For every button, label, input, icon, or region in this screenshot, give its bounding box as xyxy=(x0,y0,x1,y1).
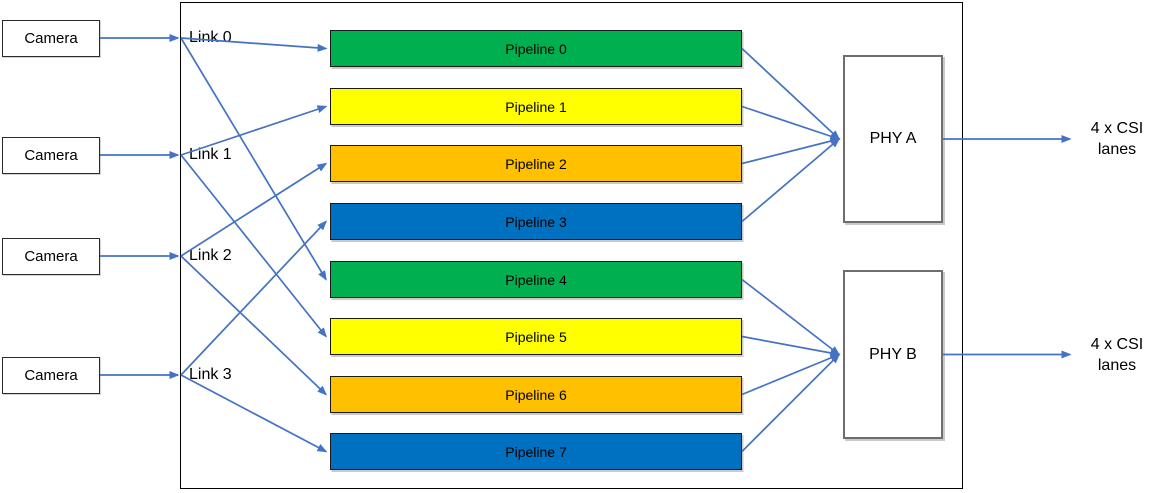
phy-label: PHY A xyxy=(869,130,917,147)
camera-label: Camera xyxy=(24,367,78,384)
csi-output-line2: lanes xyxy=(1097,357,1137,374)
camera-label: Camera xyxy=(24,248,78,265)
pipeline-bar-5: Pipeline 5 xyxy=(330,318,742,355)
pipeline-bar-7: Pipeline 7 xyxy=(330,433,742,470)
csi-output-line1: 4 x CSI xyxy=(1090,336,1144,353)
pipeline-label: Pipeline 7 xyxy=(505,443,567,460)
camera-box-0: Camera xyxy=(2,20,100,57)
csi-output-a: 4 x CSI lanes xyxy=(1077,118,1157,160)
link-label-1: Link 1 xyxy=(189,146,232,163)
pipeline-bar-3: Pipeline 3 xyxy=(330,203,742,240)
camera-box-3: Camera xyxy=(2,357,100,394)
phy-b-box: PHY B xyxy=(843,270,943,439)
pipeline-bar-4: Pipeline 4 xyxy=(330,261,742,298)
pipeline-label: Pipeline 3 xyxy=(505,213,567,230)
pipeline-bar-0: Pipeline 0 xyxy=(330,30,742,67)
link-label-2: Link 2 xyxy=(189,247,232,264)
pipeline-bar-1: Pipeline 1 xyxy=(330,88,742,125)
link-label-0: Link 0 xyxy=(189,29,232,46)
link-label-3: Link 3 xyxy=(189,366,232,383)
csi-output-line2: lanes xyxy=(1097,141,1137,158)
pipeline-label: Pipeline 6 xyxy=(505,386,567,403)
pipeline-label: Pipeline 0 xyxy=(505,40,567,57)
camera-box-1: Camera xyxy=(2,137,100,174)
pipeline-bar-6: Pipeline 6 xyxy=(330,376,742,413)
camera-box-2: Camera xyxy=(2,238,100,275)
csi-output-line1: 4 x CSI xyxy=(1090,120,1144,137)
pipeline-label: Pipeline 4 xyxy=(505,271,567,288)
pipeline-label: Pipeline 1 xyxy=(505,98,567,115)
pipeline-bar-2: Pipeline 2 xyxy=(330,145,742,182)
phy-label: PHY B xyxy=(869,345,917,363)
phy-a-box: PHY A xyxy=(843,55,943,223)
camera-label: Camera xyxy=(24,30,78,47)
pipeline-label: Pipeline 5 xyxy=(505,328,567,345)
pipeline-label: Pipeline 2 xyxy=(505,155,567,172)
camera-label: Camera xyxy=(24,147,78,164)
csi-output-b: 4 x CSI lanes xyxy=(1077,334,1157,376)
